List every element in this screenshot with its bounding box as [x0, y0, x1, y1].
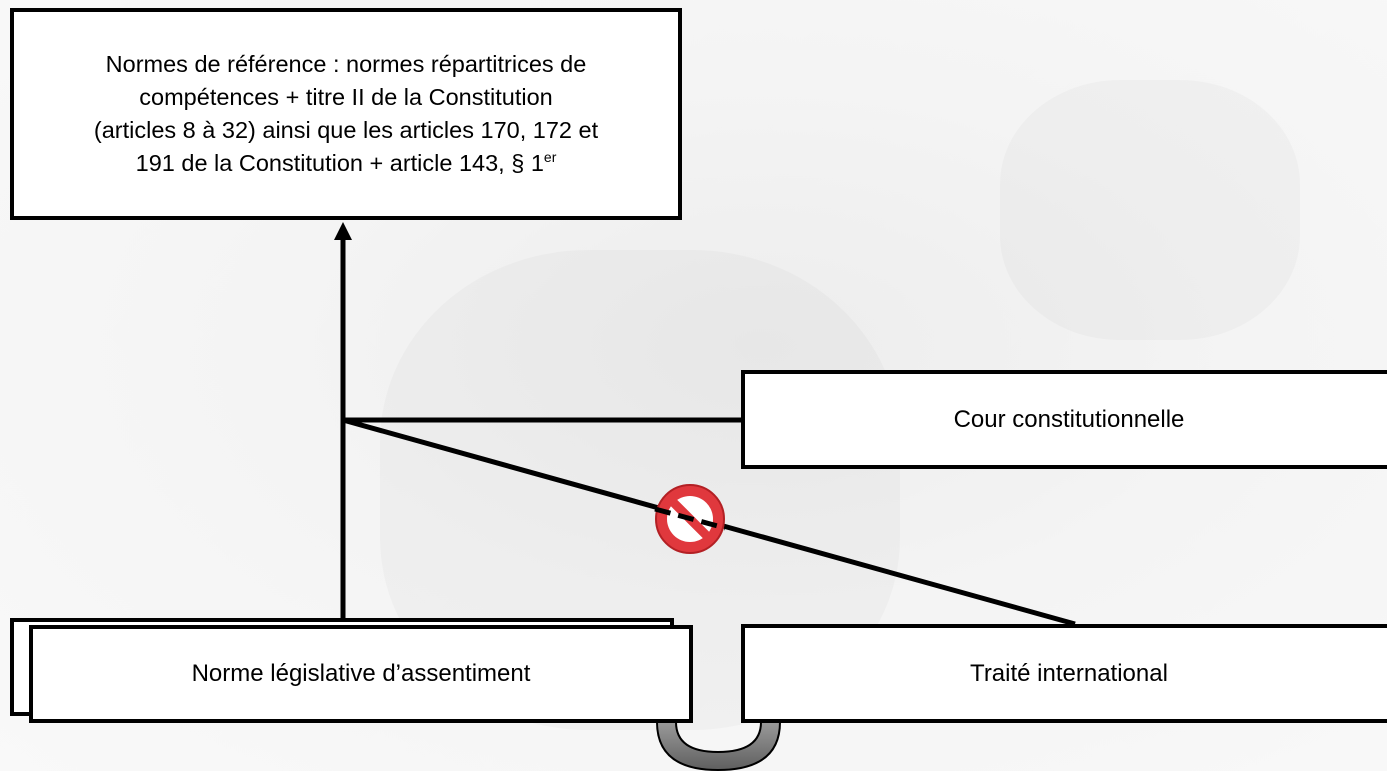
no-entry-icon: [654, 484, 726, 554]
reference-norms-text: Normes de référence : normes répartitric…: [94, 48, 598, 180]
court-label: Cour constitutionnelle: [953, 405, 1185, 433]
arrow-head: [334, 222, 352, 240]
assent-treaty-link: [655, 721, 782, 771]
reference-line-4: 191 de la Constitution + article 143, § …: [135, 150, 544, 176]
reference-norms-box: Normes de référence : normes répartitric…: [10, 8, 682, 220]
reference-line-2: compétences + titre II de la Constitutio…: [139, 84, 553, 110]
reference-line-3: (articles 8 à 32) ainsi que les articles…: [93, 117, 599, 143]
superscript-er: er: [543, 149, 557, 166]
constitutional-court-box: Cour constitutionnelle: [741, 370, 1387, 469]
treaty-label: Traité international: [970, 659, 1168, 687]
assent-norm-box: Norme législative d’assentiment: [29, 625, 693, 723]
reference-line-1: Normes de référence : normes répartitric…: [105, 51, 587, 77]
international-treaty-box: Traité international: [741, 624, 1387, 723]
assent-norm-label: Norme législative d’assentiment: [191, 660, 531, 687]
